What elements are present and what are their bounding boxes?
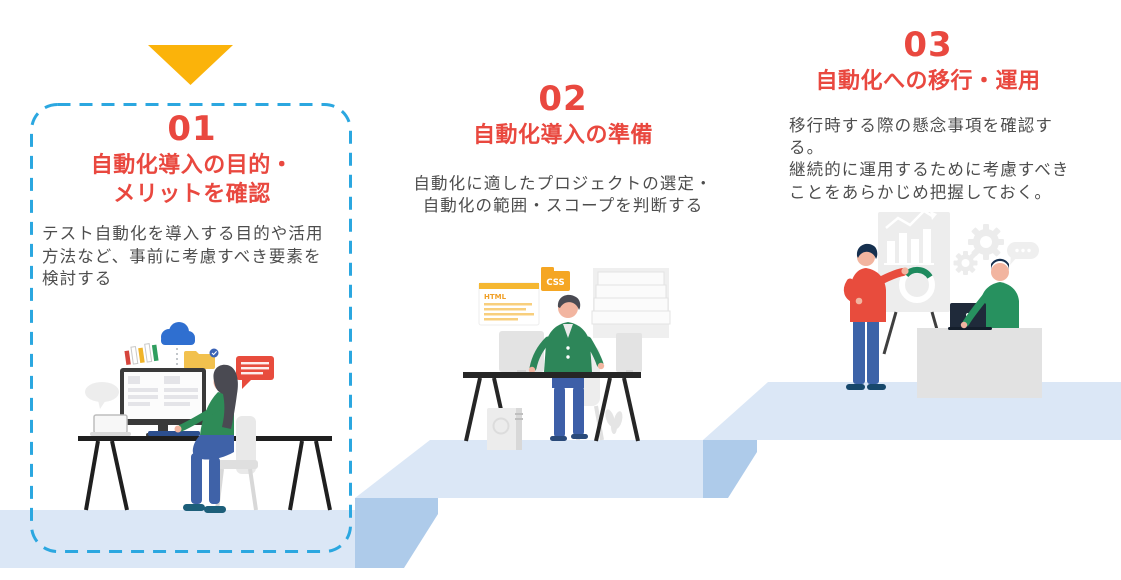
html-label: HTML bbox=[484, 293, 507, 301]
laptop bbox=[90, 414, 131, 436]
step-3-section: 03 自動化への移行・運用 移行時する際の懸念事項を確認する。 継続的に運用する… bbox=[783, 28, 1073, 204]
step-1-title: 自動化導入の目的・ メリットを確認 bbox=[90, 153, 294, 207]
css-label: CSS bbox=[546, 278, 564, 288]
gears-icon bbox=[953, 224, 1004, 275]
html-code-card: HTML bbox=[478, 282, 540, 326]
step-2-description: 自動化に適したプロジェクトの選定・ 自動化の範囲・スコープを判断する bbox=[413, 173, 713, 216]
stair-step-2-surface bbox=[355, 440, 703, 498]
colleague-hand bbox=[960, 321, 968, 329]
plant bbox=[605, 409, 623, 434]
colleague-arm bbox=[962, 292, 990, 327]
step-3-description: 移行時する際の懸念事項を確認する。 継続的に運用するために考慮すべき ことをあら… bbox=[789, 115, 1070, 202]
illustration-woman-at-desk bbox=[78, 322, 332, 513]
step-3-number: 03 bbox=[903, 25, 953, 65]
step-2-section: 02 自動化導入の準備 自動化に適したプロジェクトの選定・ 自動化の範囲・スコー… bbox=[403, 82, 723, 217]
step-3-title: 自動化への移行・運用 bbox=[815, 69, 1041, 94]
chat-bubble-icon bbox=[1007, 242, 1039, 265]
step-1-section: 01 自動化導入の目的・ メリットを確認 テスト自動化を導入する目的や活用 方法… bbox=[36, 112, 348, 291]
stair-riser-1 bbox=[355, 498, 438, 568]
illustration-presentation bbox=[843, 209, 1042, 398]
colleague-figure bbox=[981, 258, 1019, 330]
css-tag: CSS bbox=[541, 267, 570, 291]
down-arrow-icon bbox=[148, 45, 233, 85]
stair-riser-2 bbox=[703, 440, 757, 498]
step-1-description: テスト自動化を導入する目的や活用 方法など、事前に考慮すべき要素を 検討する bbox=[42, 224, 324, 289]
keyboard bbox=[148, 431, 200, 436]
thought-bubble-icon bbox=[85, 382, 119, 409]
woman-figure bbox=[174, 364, 238, 513]
stair-step-1-surface bbox=[0, 510, 355, 568]
step-2-number: 02 bbox=[538, 79, 588, 119]
presenter-figure bbox=[843, 243, 909, 390]
speech-bubble-icon bbox=[236, 356, 274, 389]
pc-tower bbox=[487, 408, 523, 450]
step-2-title: 自動化導入の準備 bbox=[472, 123, 653, 148]
mini-bar-chart-icon bbox=[124, 343, 159, 366]
window bbox=[591, 268, 671, 338]
cloud-icon bbox=[161, 322, 195, 345]
step1-highlight-box bbox=[30, 103, 352, 553]
folder-icon bbox=[184, 348, 219, 369]
illustration-man-coding: HTML CSS bbox=[463, 267, 671, 450]
desk bbox=[917, 328, 1042, 398]
step-1-number: 01 bbox=[167, 109, 217, 149]
monitor bbox=[120, 368, 206, 437]
